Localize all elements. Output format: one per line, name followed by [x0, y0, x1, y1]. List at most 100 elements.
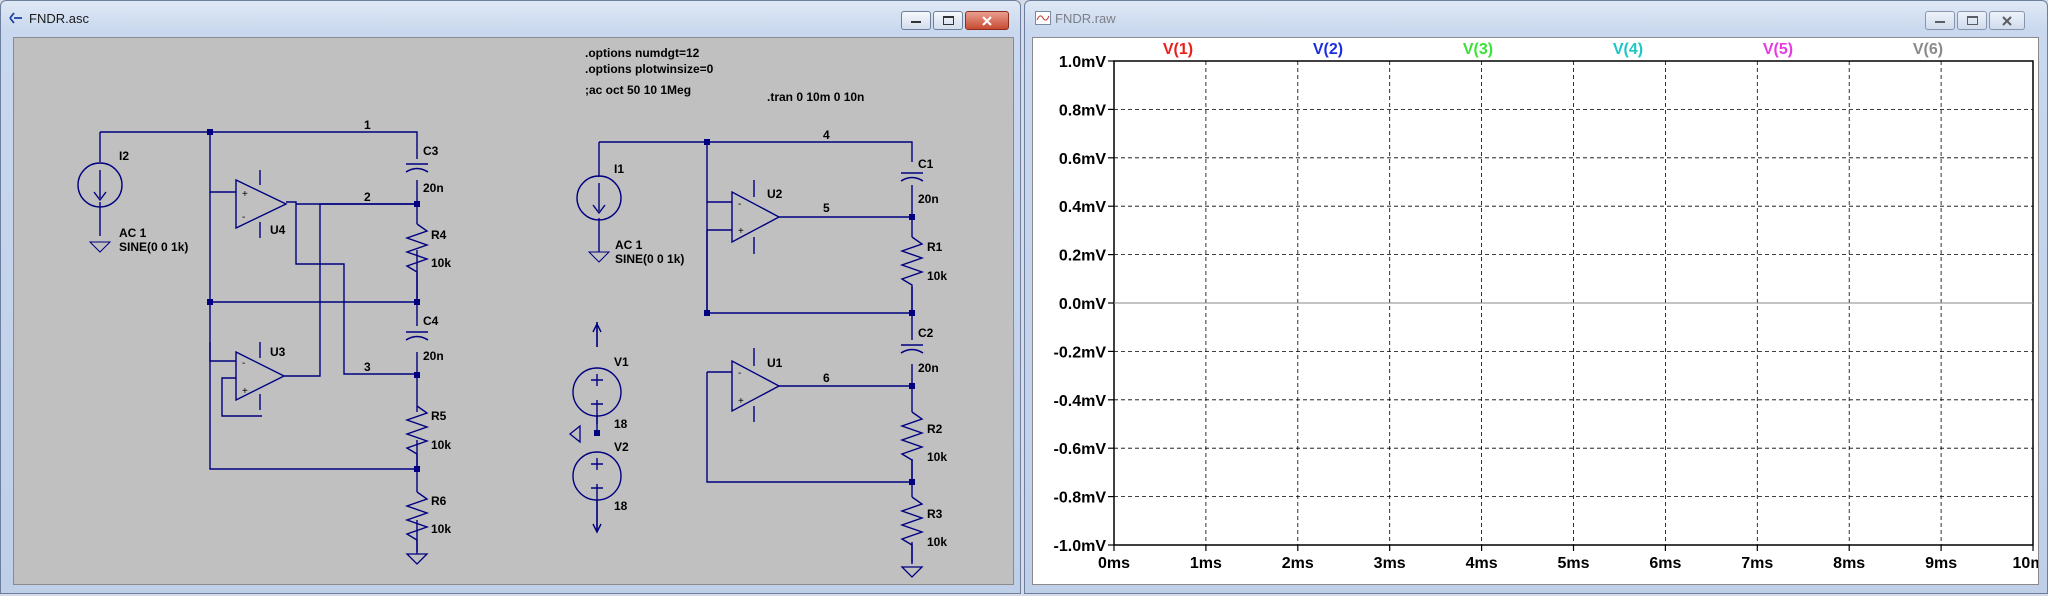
- trace-label[interactable]: V(5): [1763, 41, 1793, 58]
- opamp-u3[interactable]: - +: [235, 342, 286, 410]
- resistor-r4[interactable]: [404, 223, 430, 302]
- voltage-source-v1[interactable]: [572, 322, 622, 424]
- x-tick-label: 10ms: [2013, 555, 2038, 572]
- value-v1: 18: [614, 417, 628, 431]
- minimize-button[interactable]: [1925, 11, 1955, 30]
- value-r5: 10k: [431, 438, 451, 452]
- schematic-canvas[interactable]: + - - + - + - +: [13, 37, 1014, 585]
- spice-directive[interactable]: .options plotwinsize=0: [585, 62, 714, 76]
- svg-text:+: +: [242, 189, 248, 200]
- label-u1: U1: [767, 356, 783, 370]
- spice-directive[interactable]: .options numdgt=12: [585, 46, 700, 60]
- x-tick-label: 4ms: [1466, 555, 1498, 572]
- plot-grid: [1108, 60, 2034, 551]
- value-r6: 10k: [431, 522, 451, 536]
- resistor-r3[interactable]: [899, 496, 925, 564]
- label-c1: C1: [918, 157, 934, 171]
- label-i2: I2: [119, 149, 129, 163]
- label-v2: V2: [614, 440, 629, 454]
- net-label: 3: [364, 360, 371, 374]
- trace-label[interactable]: V(2): [1313, 41, 1343, 58]
- resistor-r2[interactable]: [899, 411, 925, 482]
- x-tick-label: 7ms: [1741, 555, 1773, 572]
- trace-label[interactable]: V(6): [1913, 41, 1943, 58]
- x-tick-label: 9ms: [1925, 555, 1957, 572]
- capacitor-c1[interactable]: [900, 172, 924, 182]
- y-tick-label: 0.4mV: [1059, 199, 1106, 216]
- y-tick-label: -0.8mV: [1054, 490, 1107, 507]
- capacitor-c4[interactable]: [405, 331, 429, 341]
- value-c4: 20n: [423, 349, 444, 363]
- opamp-u1[interactable]: - +: [731, 348, 781, 422]
- svg-text:-: -: [242, 358, 245, 369]
- x-tick-label: 5ms: [1557, 555, 1589, 572]
- close-button[interactable]: [965, 11, 1009, 30]
- spice-directive[interactable]: ;ac oct 50 10 1Meg: [585, 83, 691, 97]
- label-r2: R2: [927, 422, 943, 436]
- trace-label[interactable]: V(1): [1163, 41, 1193, 58]
- value-i2-ac: AC 1: [119, 226, 147, 240]
- window-controls: [1925, 11, 2025, 30]
- y-tick-label: 0.0mV: [1059, 296, 1106, 313]
- current-source-i1[interactable]: [576, 175, 622, 263]
- svg-text:-: -: [242, 212, 245, 223]
- waveform-icon: [1035, 11, 1051, 25]
- value-r3: 10k: [927, 535, 947, 549]
- voltage-source-v2[interactable]: [572, 451, 622, 534]
- label-u2: U2: [767, 187, 783, 201]
- y-tick-label: -0.4mV: [1054, 393, 1107, 410]
- close-button[interactable]: [1989, 11, 2025, 30]
- ground-symbol: [568, 424, 581, 444]
- y-tick-label: 1.0mV: [1059, 54, 1106, 71]
- net-label: 2: [364, 190, 371, 204]
- capacitor-c3[interactable]: [405, 163, 429, 173]
- maximize-button[interactable]: [933, 11, 963, 30]
- opamp-u2[interactable]: - +: [731, 180, 781, 254]
- trace-label[interactable]: V(3): [1463, 41, 1493, 58]
- ground-symbol: [405, 553, 429, 565]
- label-c4: C4: [423, 314, 439, 328]
- value-v2: 18: [614, 499, 628, 513]
- y-tick-label: -1.0mV: [1054, 538, 1107, 555]
- y-tick-label: 0.8mV: [1059, 102, 1106, 119]
- x-tick-label: 8ms: [1833, 555, 1865, 572]
- window-title: FNDR.raw: [1055, 11, 1116, 26]
- label-r6: R6: [431, 494, 447, 508]
- svg-text:-: -: [738, 368, 741, 379]
- value-c1: 20n: [918, 192, 939, 206]
- svg-text:+: +: [738, 396, 744, 407]
- value-i1-sine: SINE(0 0 1k): [615, 252, 684, 266]
- maximize-button[interactable]: [1957, 11, 1987, 30]
- y-tick-label: -0.6mV: [1054, 441, 1107, 458]
- x-tick-label: 3ms: [1374, 555, 1406, 572]
- value-r1: 10k: [927, 269, 947, 283]
- opamp-u4[interactable]: + -: [235, 170, 288, 238]
- label-r5: R5: [431, 409, 447, 423]
- net-label: 5: [823, 201, 830, 215]
- value-c2: 20n: [918, 361, 939, 375]
- net-label: 6: [823, 371, 830, 385]
- capacitor-c2[interactable]: [900, 344, 924, 354]
- minimize-button[interactable]: [901, 11, 931, 30]
- current-source-i2[interactable]: [77, 162, 123, 253]
- label-u3: U3: [270, 345, 286, 359]
- value-i2-sine: SINE(0 0 1k): [119, 240, 188, 254]
- y-tick-label: 0.6mV: [1059, 151, 1106, 168]
- resistor-r1[interactable]: [899, 236, 925, 313]
- schematic-window: FNDR.asc: [0, 0, 1021, 594]
- label-u4: U4: [270, 223, 286, 237]
- trace-label[interactable]: V(4): [1613, 41, 1643, 58]
- spice-directive[interactable]: .tran 0 10m 0 10n: [767, 90, 864, 104]
- label-r3: R3: [927, 507, 943, 521]
- label-r4: R4: [431, 228, 447, 242]
- waveform-plot: 1.0mV0.8mV0.6mV0.4mV0.2mV0.0mV-0.2mV-0.4…: [1054, 41, 2048, 572]
- resistor-r5[interactable]: [404, 405, 430, 469]
- svg-text:+: +: [738, 226, 744, 237]
- label-c3: C3: [423, 144, 439, 158]
- value-c3: 20n: [423, 181, 444, 195]
- value-i1-ac: AC 1: [615, 238, 643, 252]
- schematic-drawing: + - - + - + - +: [77, 46, 947, 578]
- resistor-r6[interactable]: [404, 491, 430, 554]
